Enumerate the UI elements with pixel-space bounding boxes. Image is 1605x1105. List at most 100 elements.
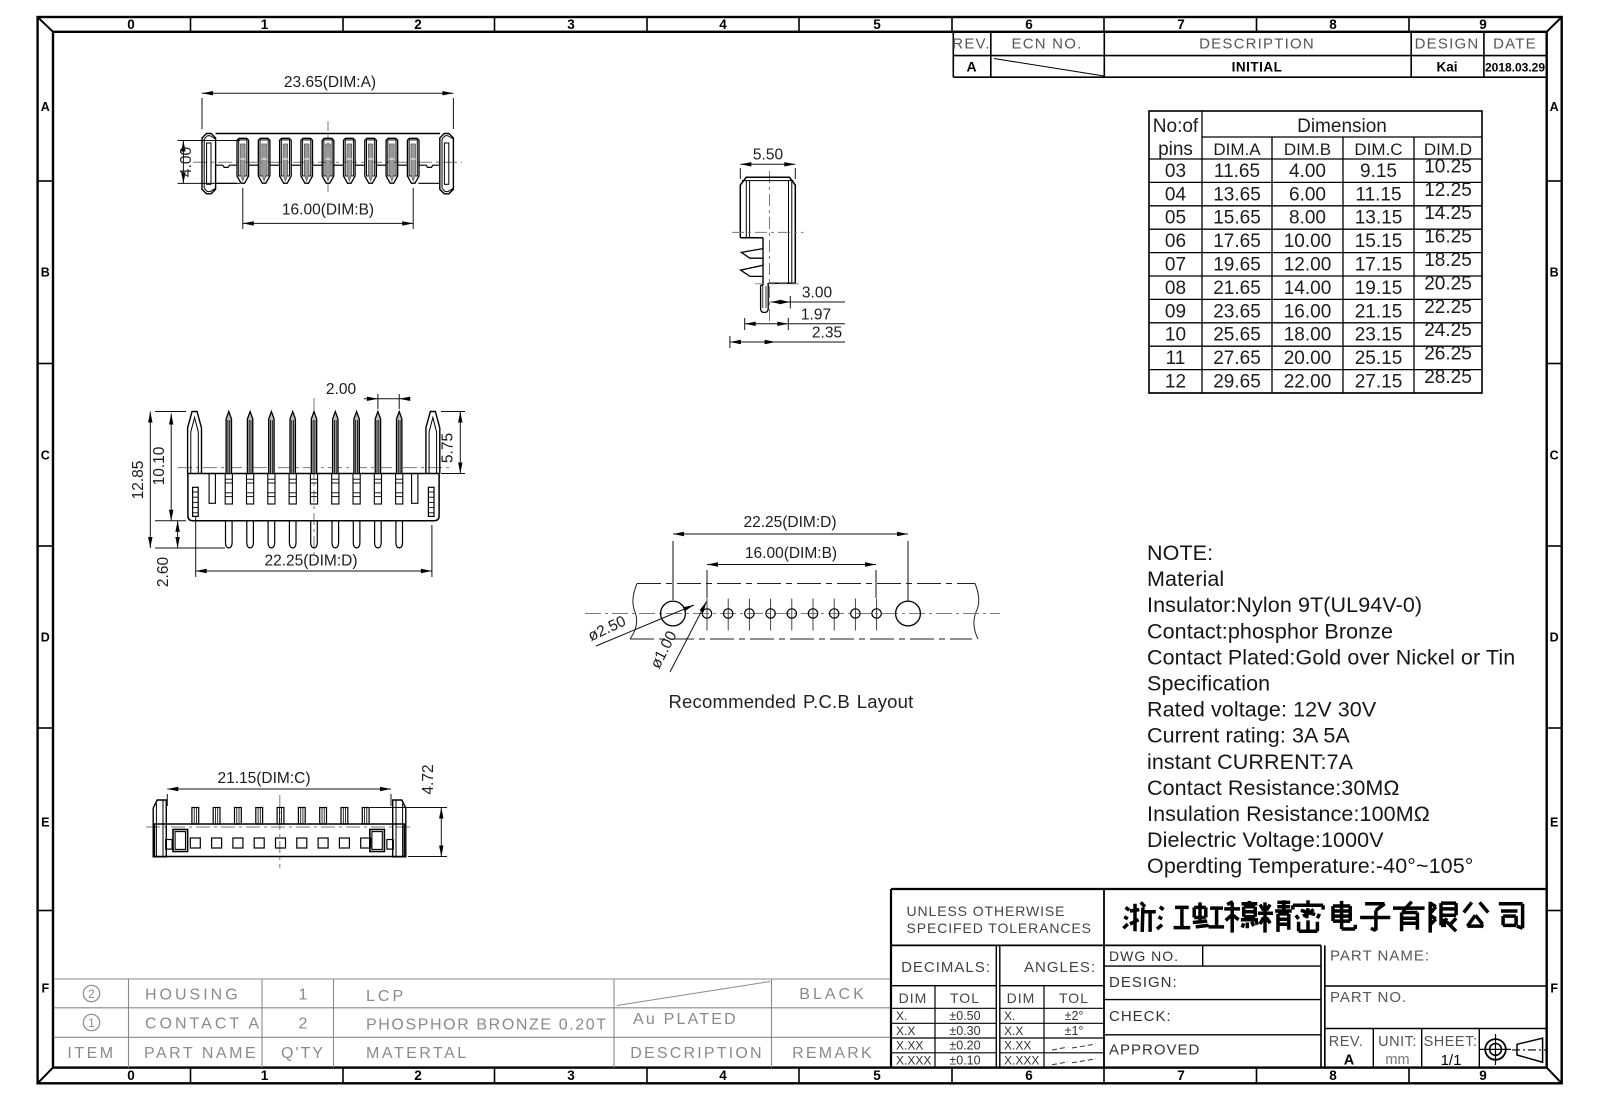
svg-text:±0.30: ±0.30 xyxy=(949,1024,980,1038)
svg-text:9: 9 xyxy=(1479,17,1487,32)
svg-text:06: 06 xyxy=(1165,231,1186,252)
svg-text:7: 7 xyxy=(1177,17,1185,32)
svg-text:4.72: 4.72 xyxy=(420,764,437,794)
svg-text:±1°: ±1° xyxy=(1065,1024,1084,1038)
svg-text:11: 11 xyxy=(1166,348,1186,369)
svg-text:APPROVED: APPROVED xyxy=(1109,1042,1200,1059)
svg-text:6: 6 xyxy=(1025,17,1033,32)
svg-text:16.25: 16.25 xyxy=(1424,227,1472,248)
svg-text:22.25(DIM:D): 22.25(DIM:D) xyxy=(743,514,836,531)
svg-text:2: 2 xyxy=(414,17,422,32)
svg-text:10.00: 10.00 xyxy=(1284,231,1332,252)
svg-text:5: 5 xyxy=(873,1068,881,1083)
svg-text:DIM: DIM xyxy=(1007,990,1036,1006)
svg-text:X.XXX: X.XXX xyxy=(1004,1053,1039,1067)
svg-text:27.65: 27.65 xyxy=(1213,348,1261,369)
svg-text:PART NAME:: PART NAME: xyxy=(1330,948,1430,965)
svg-text:3: 3 xyxy=(567,17,575,32)
svg-text:Current rating: 3A 5A: Current rating: 3A 5A xyxy=(1147,724,1350,748)
svg-text:X.XX: X.XX xyxy=(896,1039,923,1053)
svg-text:28.25: 28.25 xyxy=(1424,367,1472,388)
svg-text:±0.10: ±0.10 xyxy=(949,1053,980,1067)
svg-text:C: C xyxy=(41,449,50,463)
svg-text:18.00: 18.00 xyxy=(1284,325,1332,346)
svg-text:21.15(DIM:C): 21.15(DIM:C) xyxy=(217,770,310,787)
svg-text:MATERTAL: MATERTAL xyxy=(366,1045,469,1062)
svg-text:Contact Resistance:30MΩ: Contact Resistance:30MΩ xyxy=(1147,776,1400,800)
svg-text:2: 2 xyxy=(88,987,95,1001)
svg-text:2: 2 xyxy=(414,1068,422,1083)
svg-text:DESIGN: DESIGN xyxy=(1415,36,1480,53)
svg-text:19.15: 19.15 xyxy=(1355,278,1403,299)
svg-text:14.25: 14.25 xyxy=(1424,203,1472,224)
svg-text:03: 03 xyxy=(1165,161,1186,182)
svg-text:2.60: 2.60 xyxy=(155,557,172,588)
svg-text:DIM.D: DIM.D xyxy=(1424,140,1472,159)
svg-text:instant CURRENT:7A: instant CURRENT:7A xyxy=(1147,750,1354,774)
svg-text:7: 7 xyxy=(1177,1068,1185,1083)
svg-text:mm: mm xyxy=(1385,1052,1409,1068)
svg-text:SPECIFED TOLERANCES: SPECIFED TOLERANCES xyxy=(907,920,1092,936)
svg-text:ANGLES:: ANGLES: xyxy=(1024,959,1096,976)
svg-text:DECIMALS:: DECIMALS: xyxy=(901,959,991,976)
svg-text:1: 1 xyxy=(261,1068,269,1083)
svg-text:X.XXX: X.XXX xyxy=(896,1053,931,1067)
svg-text:04: 04 xyxy=(1165,184,1187,205)
svg-text:13.65: 13.65 xyxy=(1213,184,1261,205)
svg-text:4: 4 xyxy=(719,17,727,32)
svg-text:NOTE:: NOTE: xyxy=(1147,541,1213,565)
svg-text:REV.: REV. xyxy=(952,36,990,53)
svg-text:0: 0 xyxy=(127,17,135,32)
svg-text:8: 8 xyxy=(1329,17,1337,32)
svg-text:07: 07 xyxy=(1165,255,1186,276)
svg-text:9: 9 xyxy=(1479,1068,1487,1083)
svg-text:16.00: 16.00 xyxy=(1284,301,1332,322)
svg-text:5.50: 5.50 xyxy=(753,147,784,164)
svg-text:1/1: 1/1 xyxy=(1441,1052,1462,1069)
svg-text:SHEET:: SHEET: xyxy=(1424,1034,1478,1050)
svg-text:2: 2 xyxy=(299,1016,308,1033)
svg-text:DESCRIPTION: DESCRIPTION xyxy=(630,1045,764,1062)
svg-text:A: A xyxy=(1550,100,1559,114)
svg-text:12: 12 xyxy=(1165,372,1186,393)
svg-text:REV.: REV. xyxy=(1329,1034,1364,1050)
svg-text:8: 8 xyxy=(1329,1068,1337,1083)
svg-text:HOUSING: HOUSING xyxy=(145,987,241,1004)
svg-text:12.00: 12.00 xyxy=(1284,255,1332,276)
svg-text:1.97: 1.97 xyxy=(801,307,831,324)
svg-text:23.65: 23.65 xyxy=(1213,301,1261,322)
svg-text:Contact Plated:Gold over Ni: Contact Plated:Gold over Nickel or Tin xyxy=(1147,645,1515,669)
svg-text:A: A xyxy=(41,100,50,114)
svg-text:1: 1 xyxy=(88,1016,95,1030)
svg-text:2.35: 2.35 xyxy=(812,325,842,342)
svg-text:3.00: 3.00 xyxy=(802,285,833,302)
svg-text:INITIAL: INITIAL xyxy=(1232,60,1283,75)
svg-text:LCP: LCP xyxy=(366,988,406,1005)
svg-text:DESIGN:: DESIGN: xyxy=(1109,974,1178,991)
svg-text:TOL: TOL xyxy=(950,990,980,1006)
svg-text:2018.03.29: 2018.03.29 xyxy=(1485,61,1545,75)
svg-text:09: 09 xyxy=(1165,301,1186,322)
svg-text:A: A xyxy=(966,59,976,75)
svg-text:Dimension: Dimension xyxy=(1297,116,1387,137)
svg-text:23.15: 23.15 xyxy=(1355,325,1403,346)
svg-text:DIM.B: DIM.B xyxy=(1284,140,1331,159)
svg-text:DIM.A: DIM.A xyxy=(1213,140,1261,159)
svg-text:PHOSPHOR BRONZE 0.20T: PHOSPHOR BRONZE 0.20T xyxy=(366,1017,608,1034)
svg-text:1: 1 xyxy=(261,17,269,32)
svg-text:22.00: 22.00 xyxy=(1284,372,1332,393)
svg-text:5.75: 5.75 xyxy=(440,433,457,463)
svg-text:±0.50: ±0.50 xyxy=(949,1009,980,1023)
svg-text:X.XX: X.XX xyxy=(1004,1039,1031,1053)
svg-text:±0.20: ±0.20 xyxy=(949,1039,980,1053)
svg-text:Kai: Kai xyxy=(1436,60,1457,75)
svg-text:22.25: 22.25 xyxy=(1424,297,1472,318)
svg-text:3: 3 xyxy=(567,1068,575,1083)
svg-text:10: 10 xyxy=(1165,325,1186,346)
svg-text:21.65: 21.65 xyxy=(1213,278,1261,299)
svg-text:4.00: 4.00 xyxy=(178,147,195,178)
svg-text:Au PLATED: Au PLATED xyxy=(633,1011,738,1028)
svg-text:29.65: 29.65 xyxy=(1213,372,1261,393)
svg-text:TOL: TOL xyxy=(1059,990,1089,1006)
svg-text:No:of: No:of xyxy=(1153,116,1199,137)
